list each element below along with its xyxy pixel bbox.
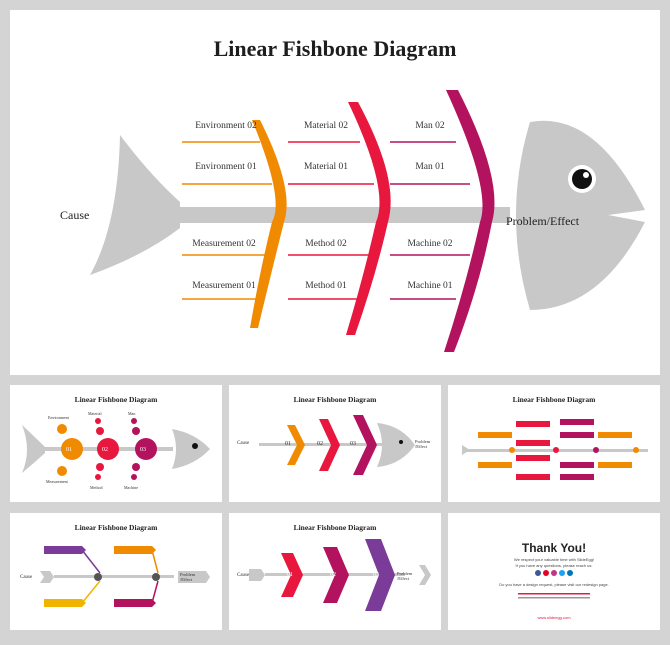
label-environment-01: Environment 01 <box>195 162 257 172</box>
thumbnail-title: Linear Fishbone Diagram <box>74 523 158 532</box>
effect-label: Problem/Effect <box>506 214 580 228</box>
thumbnail-slide-2[interactable]: Linear Fishbone Diagram Cause Problem /E… <box>229 385 441 502</box>
label-measurement-01: Measurement 01 <box>192 281 256 291</box>
thumbnail-slide-4[interactable]: Linear Fishbone Diagram Cause Problem /E… <box>10 513 222 630</box>
twitter-icon <box>559 570 565 576</box>
thumbnail-title: Linear Fishbone Diagram <box>512 395 596 404</box>
thumbnail-title: Linear Fishbone Diagram <box>74 395 158 404</box>
thank-you-title: Thank You! <box>521 541 587 555</box>
label-man-01: Man 01 <box>415 162 445 172</box>
label-machine-01: Machine 01 <box>407 281 453 291</box>
label-method-01: Method 01 <box>305 281 347 291</box>
thumbnail-slide-1[interactable]: Linear Fishbone Diagram 01 02 03 Environ… <box>10 385 222 502</box>
fish-tail <box>90 135 180 275</box>
thumbnail-slide-5[interactable]: Linear Fishbone Diagram Cause Problem /E… <box>229 513 441 630</box>
label-man-02: Man 02 <box>415 121 445 131</box>
label-measurement-02: Measurement 02 <box>192 239 256 249</box>
fishbone-graphic <box>90 90 645 352</box>
label-material-01: Material 01 <box>303 162 349 172</box>
thumbnail-title: Linear Fishbone Diagram <box>293 523 377 532</box>
label-environment-02: Environment 02 <box>195 121 257 131</box>
fish-spine <box>175 207 510 223</box>
label-method-02: Method 02 <box>305 239 347 249</box>
rib-orange <box>250 120 287 328</box>
rib-magenta <box>444 90 495 352</box>
main-slide[interactable]: Linear Fishbone Diagram Environment 02 E… <box>10 10 660 375</box>
facebook-icon <box>535 570 541 576</box>
cause-label: Cause <box>60 208 90 222</box>
thumbnail-slide-thank-you[interactable]: Thank You! We respect your valuable time… <box>448 513 660 630</box>
label-machine-02: Machine 02 <box>407 239 453 249</box>
slide-title: Linear Fishbone Diagram <box>213 36 457 61</box>
website-link[interactable]: www.slideegg.com <box>537 615 571 620</box>
thumbnail-slide-3[interactable]: Linear Fishbone Diagram <box>448 385 660 502</box>
instagram-icon <box>551 570 557 576</box>
rib-red <box>346 102 391 335</box>
thumbnail-title: Linear Fishbone Diagram <box>293 395 377 404</box>
fish-head <box>516 120 645 310</box>
linkedin-icon <box>567 570 573 576</box>
label-material-02: Material 02 <box>303 121 349 131</box>
pinterest-icon <box>543 570 549 576</box>
